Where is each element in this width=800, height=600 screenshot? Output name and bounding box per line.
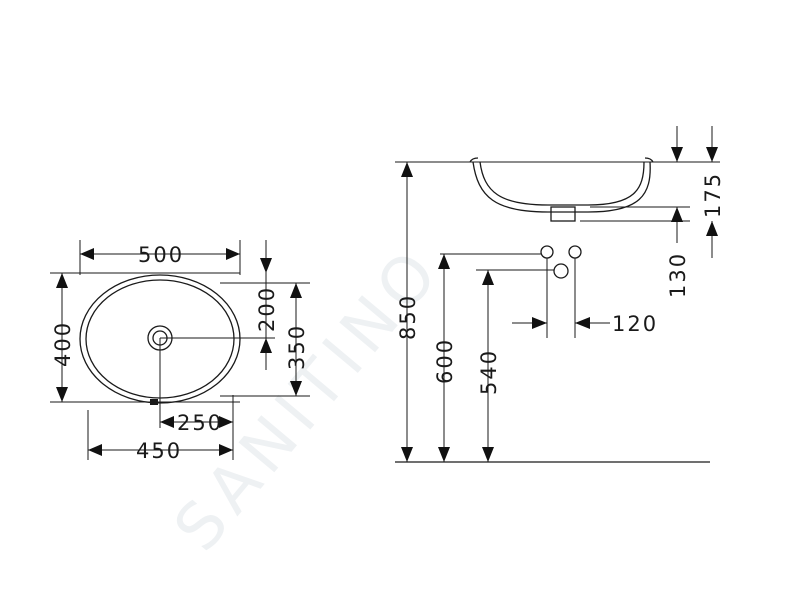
dim-120: 120 [612, 312, 658, 336]
side-view: 850 600 540 120 175 130 [395, 126, 725, 463]
dim-500: 500 [138, 243, 184, 267]
basin-section [469, 157, 654, 222]
dim-200: 200 [255, 286, 279, 332]
dim-450: 450 [136, 439, 182, 463]
waste-connection [553, 263, 569, 279]
dim-130: 130 [666, 252, 690, 298]
top-view: 500 450 400 350 200 250 [50, 240, 310, 463]
watermark: SANITINO [161, 232, 457, 565]
dim-850: 850 [396, 294, 420, 340]
supply-connection-left [540, 245, 554, 259]
dim-400: 400 [51, 321, 75, 367]
dim-175: 175 [701, 172, 725, 218]
dim-250: 250 [177, 411, 223, 435]
dim-350: 350 [285, 324, 309, 370]
dim-540: 540 [477, 349, 501, 395]
dim-600: 600 [433, 338, 457, 384]
supply-connection-right [568, 245, 582, 259]
